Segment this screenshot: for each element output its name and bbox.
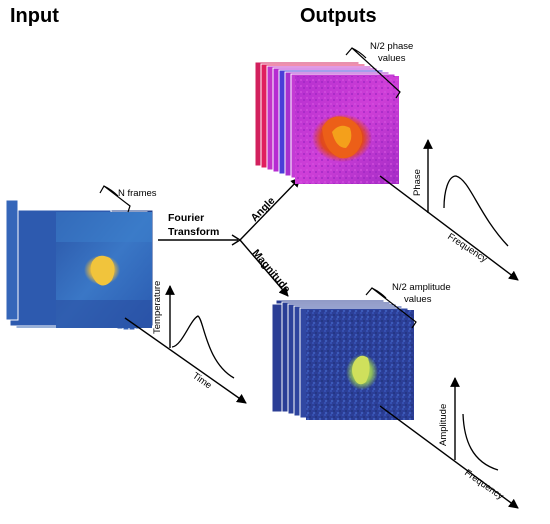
outputs-heading: Outputs [300,5,377,27]
amplitude-x-axis-label: Frequency [462,467,505,502]
input-time-axis [124,317,247,404]
phase-count-line2: values [378,53,406,64]
phase-x-axis-label: Frequency [445,231,489,265]
phase-brace [345,47,401,99]
amplitude-count-line2: values [404,294,432,305]
phase-count-line1: N/2 phase [370,41,413,52]
angle-branch-arrow [239,177,301,241]
amplitude-curve [462,413,499,471]
magnitude-branch-arrow [239,239,289,297]
input-x-axis-label: Time [190,370,213,391]
amplitude-brace [365,287,417,329]
input-response-curve [171,315,235,379]
input-brace [99,185,131,213]
transform-label-line2: Transform [168,226,219,238]
input-count-label: N frames [118,188,157,199]
phase-y-axis-label: Phase [412,169,423,196]
input-frame-stack [5,199,154,331]
input-front-frame [56,212,152,328]
amplitude-frequency-axis [379,405,519,509]
phase-frequency-axis [379,175,519,281]
amplitude-frame-stack [271,299,414,420]
input-y-axis-label: Temperature [152,281,163,334]
phase-front-frame [295,76,399,184]
input-heading: Input [10,5,59,27]
magnitude-label: Magnitude [250,247,293,295]
amplitude-y-axis-label: Amplitude [438,404,449,446]
amplitude-count-line1: N/2 amplitude [392,282,451,293]
phase-frame-stack [254,61,399,184]
amplitude-front-frame [306,310,414,420]
phase-curve [443,175,509,247]
transform-label-line1: Fourier [168,212,204,224]
angle-label: Angle [249,195,278,224]
phase-spectrum-plot: Phase Frequency [379,139,519,281]
